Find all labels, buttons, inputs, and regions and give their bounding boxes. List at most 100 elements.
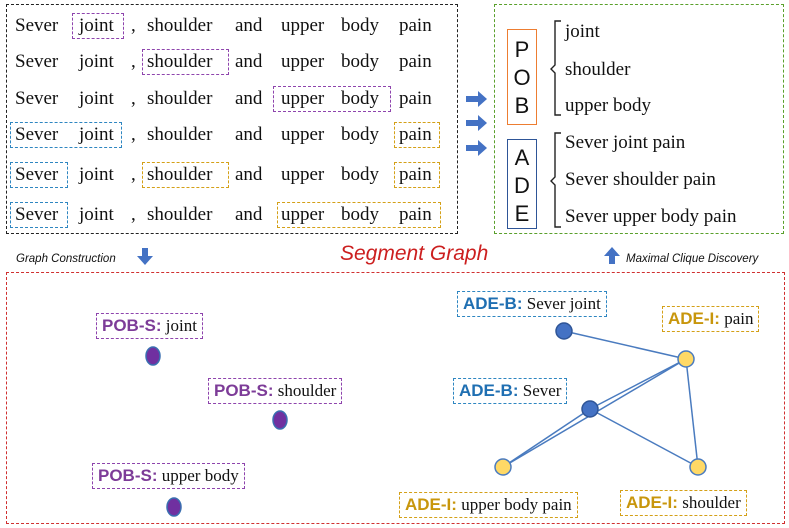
word-pain: pain: [399, 88, 432, 109]
ade-i-pain-label: ADE-I: pain: [662, 306, 760, 332]
ade-i-upper-body-pain-label: ADE-I: upper body pain: [399, 492, 578, 518]
graph-edge: [502, 408, 591, 468]
node-tag: ADE-I:: [668, 309, 720, 328]
node-tag: ADE-B:: [459, 381, 519, 400]
ade-result-item: Sever shoulder pain: [565, 169, 716, 190]
right-arrow-icon: [466, 91, 487, 107]
node-tag: POB-S:: [214, 381, 274, 400]
ade-result-item: Sever joint pain: [565, 132, 686, 153]
ade-i-node-pain: [677, 350, 695, 368]
node-tag: ADE-I:: [405, 495, 457, 514]
brace-lines: [550, 20, 561, 228]
ade-inside-box: [277, 202, 441, 228]
ade-i-node-upper-body-pain: [494, 458, 512, 476]
ade-b-node-sever-joint: [555, 322, 573, 340]
pob-node-upper-body: [166, 497, 182, 517]
word-sever: Sever: [15, 88, 59, 109]
ade-begin-box: [10, 202, 68, 228]
node-text: Sever joint: [522, 294, 601, 313]
ade-inside-box: [394, 162, 440, 188]
word-comma: ,: [131, 88, 136, 109]
word-comma: ,: [131, 15, 136, 36]
word-shoulder: shoulder: [147, 204, 213, 225]
word-body: body: [341, 124, 379, 145]
word-sever: Sever: [15, 51, 59, 72]
word-body: body: [341, 51, 379, 72]
word-upper: upper: [281, 15, 325, 36]
pob-letter: O: [513, 65, 531, 90]
word-joint: joint: [79, 204, 114, 225]
node-text: upper body pain: [456, 495, 572, 514]
ade-letter: A: [514, 145, 530, 170]
word-upper: upper: [281, 164, 325, 185]
ade-letter: E: [514, 201, 530, 226]
word-shoulder: shoulder: [147, 164, 213, 185]
pob-s-joint-label: POB-S: joint: [96, 313, 203, 339]
pob-node-joint: [145, 346, 161, 366]
pob-label-box: P O B: [507, 29, 537, 125]
word-joint: joint: [79, 88, 114, 109]
word-shoulder: shoulder: [147, 88, 213, 109]
ade-label-box: A D E: [507, 139, 537, 229]
ade-inside-box: [142, 162, 229, 188]
word-joint: joint: [79, 51, 114, 72]
segment-graph-panel: [6, 272, 785, 524]
node-text: pain: [719, 309, 754, 328]
word-shoulder: shoulder: [147, 51, 213, 72]
word-pain: pain: [399, 204, 432, 225]
word-body: body: [341, 88, 379, 109]
pob-s-shoulder-label: POB-S: shoulder: [208, 378, 343, 404]
pob-segment-box: [142, 49, 229, 75]
word-upper: upper: [281, 124, 325, 145]
word-shoulder: shoulder: [147, 124, 213, 145]
ade-i-node-shoulder: [689, 458, 707, 476]
maximal-clique-caption: Maximal Clique Discovery: [626, 253, 759, 265]
pob-node-shoulder: [272, 410, 288, 430]
ade-begin-box: [10, 162, 68, 188]
graph-edge: [685, 358, 699, 468]
ade-letter: D: [514, 173, 530, 198]
node-tag: POB-S:: [102, 316, 162, 335]
node-tag: POB-S:: [98, 466, 158, 485]
sentence-panel: Sever joint , shoulder and upper body pa…: [6, 4, 458, 234]
word-upper: upper: [281, 51, 325, 72]
word-and: and: [235, 124, 263, 145]
word-upper: upper: [281, 88, 325, 109]
right-arrow-icon: [466, 140, 487, 156]
word-sever: Sever: [15, 164, 59, 185]
pob-segment-box: [273, 86, 391, 112]
pob-letter: P: [514, 37, 530, 62]
pob-s-upper-body-label: POB-S: upper body: [92, 463, 245, 489]
word-comma: ,: [131, 204, 136, 225]
ade-begin-box: [10, 122, 122, 148]
node-tag: ADE-B:: [463, 294, 523, 313]
segment-graph-title: Segment Graph: [340, 242, 489, 265]
right-arrow-icon: [466, 115, 487, 131]
node-text: joint: [161, 316, 197, 335]
pob-result-item: shoulder: [565, 59, 631, 80]
ade-i-shoulder-label: ADE-I: shoulder: [620, 490, 747, 516]
up-arrow-icon: [604, 247, 620, 264]
ade-b-sever-label: ADE-B: Sever: [453, 378, 568, 404]
node-text: shoulder: [273, 381, 337, 400]
word-comma: ,: [131, 124, 136, 145]
graph-edge: [563, 330, 687, 360]
result-panel: P O B A D E joint shoulder upper body Se…: [494, 4, 784, 234]
word-and: and: [235, 88, 263, 109]
pob-segment-box: [72, 13, 124, 39]
graph-edge: [589, 358, 687, 410]
word-and: and: [235, 15, 263, 36]
word-and: and: [235, 204, 263, 225]
ade-result-item: Sever upper body pain: [565, 206, 737, 227]
word-comma: ,: [131, 51, 136, 72]
down-arrow-icon: [137, 248, 153, 265]
word-joint: joint: [79, 15, 114, 36]
word-pain: pain: [399, 164, 432, 185]
word-and: and: [235, 51, 263, 72]
pob-result-item: joint: [565, 21, 600, 42]
ade-inside-box: [394, 122, 440, 148]
node-text: shoulder: [677, 493, 741, 512]
node-text: upper body: [157, 466, 239, 485]
